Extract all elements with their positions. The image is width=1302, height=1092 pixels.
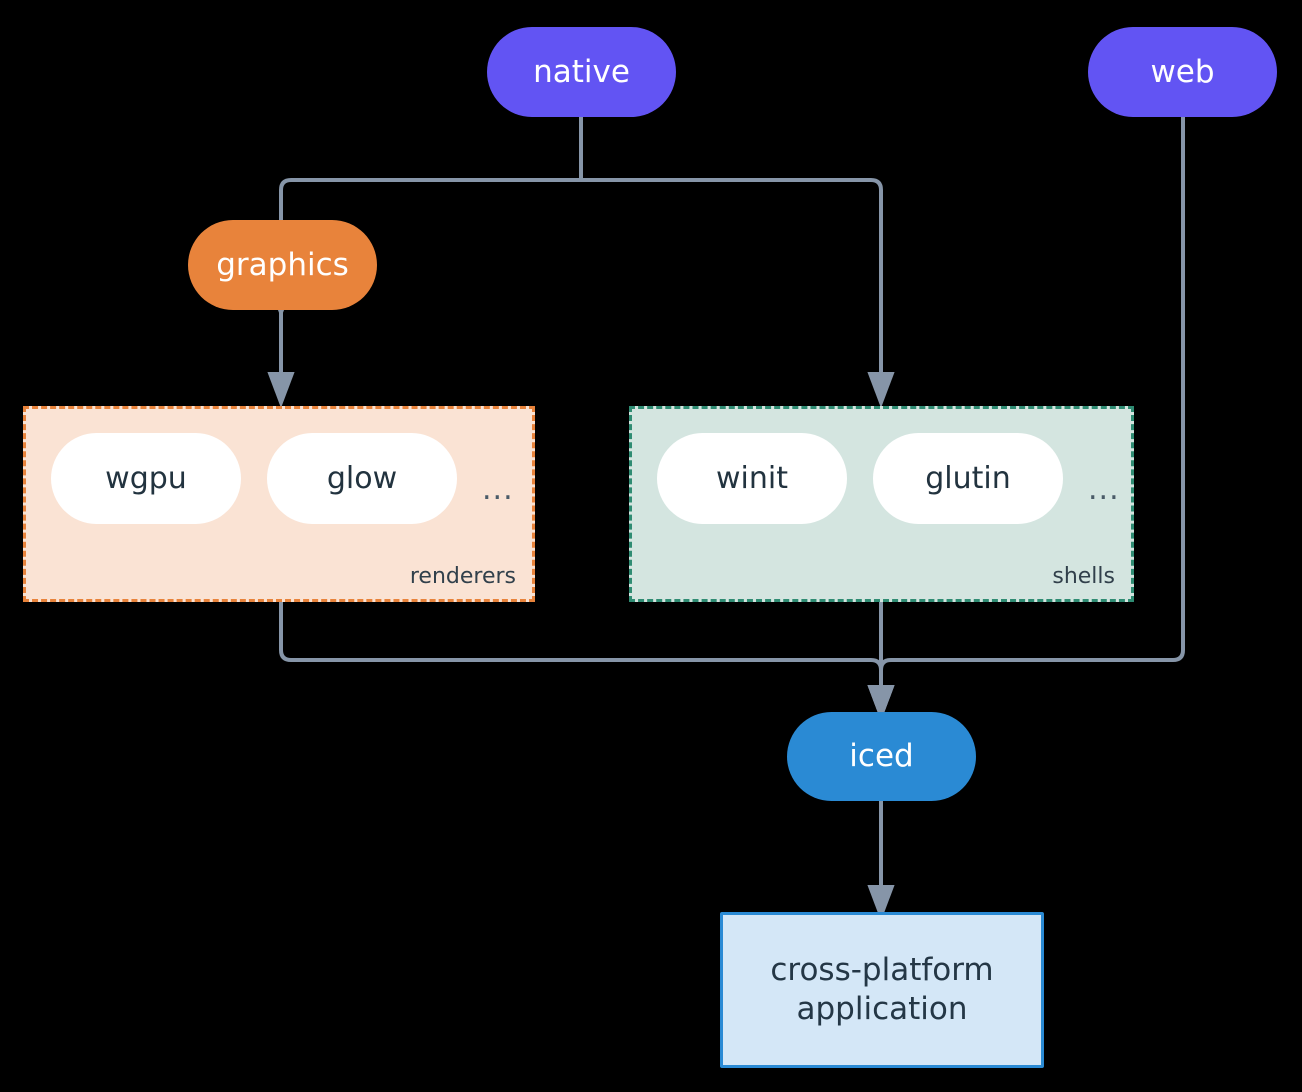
- list-item-wgpu[interactable]: wgpu: [51, 433, 241, 524]
- shells-ellipsis: ...: [1088, 472, 1120, 507]
- list-item-label: glow: [326, 461, 398, 496]
- group-shells: winit glutin ... shells: [629, 406, 1134, 602]
- list-item-label: glutin: [925, 461, 1011, 496]
- list-item-glow[interactable]: glow: [267, 433, 457, 524]
- node-native-label: native: [533, 53, 630, 90]
- node-graphics-label: graphics: [216, 246, 349, 283]
- node-iced[interactable]: iced: [787, 712, 976, 801]
- node-iced-label: iced: [849, 738, 914, 775]
- node-app-label-line-2: application: [796, 991, 968, 1027]
- node-graphics[interactable]: graphics: [188, 220, 377, 310]
- list-item-label: winit: [716, 461, 788, 496]
- node-web[interactable]: web: [1088, 27, 1277, 117]
- renderers-ellipsis: ...: [482, 472, 514, 507]
- node-native[interactable]: native: [487, 27, 676, 117]
- list-item-label: wgpu: [105, 461, 187, 496]
- edge-renderers-to-iced: [279, 600, 895, 721]
- node-app-label-line-1: cross-platform: [770, 952, 994, 989]
- node-cross-platform-application[interactable]: cross-platform application: [720, 912, 1044, 1068]
- group-renderers: wgpu glow ... renderers: [23, 406, 535, 602]
- edge-native-to-shells: [579, 178, 895, 408]
- list-item-glutin[interactable]: glutin: [873, 433, 1063, 524]
- group-shells-label: shells: [1052, 564, 1115, 589]
- group-renderers-label: renderers: [409, 564, 516, 589]
- list-item-winit[interactable]: winit: [657, 433, 847, 524]
- node-web-label: web: [1150, 53, 1215, 90]
